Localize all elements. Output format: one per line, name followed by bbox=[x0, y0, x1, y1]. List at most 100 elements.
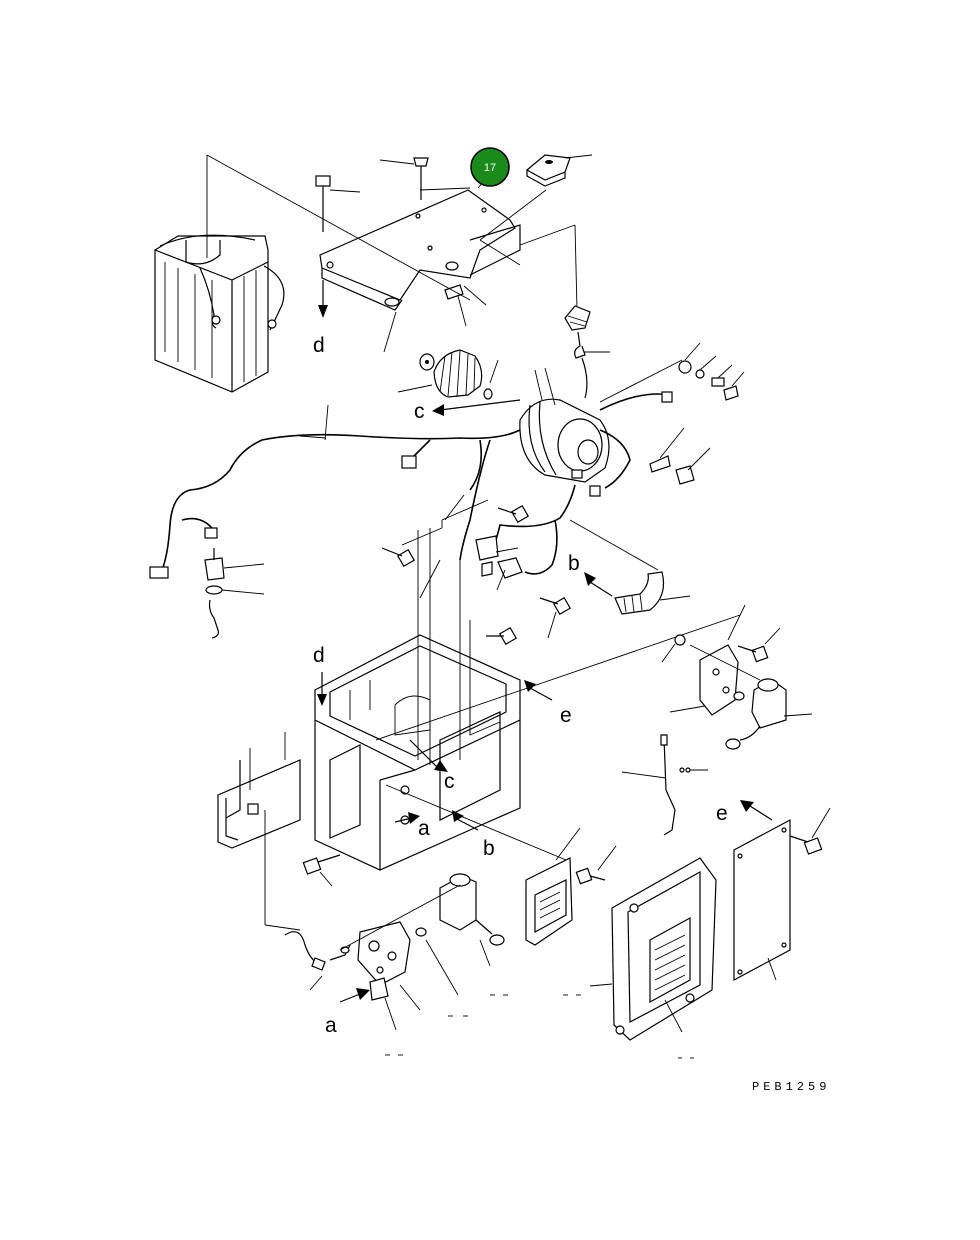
leader-line bbox=[479, 189, 547, 241]
view-arrow-e bbox=[740, 800, 773, 821]
leader-line bbox=[221, 589, 265, 595]
view-label-b-mid: b bbox=[483, 837, 495, 860]
view-arrow-c bbox=[409, 739, 448, 772]
bolt-icon bbox=[486, 626, 518, 646]
leader-line bbox=[811, 807, 831, 839]
view-arrow-a bbox=[394, 812, 420, 824]
view-label-d-mid: d bbox=[313, 644, 325, 667]
mode-actuator-part bbox=[699, 644, 787, 750]
leader-line bbox=[589, 983, 613, 987]
screw-icon bbox=[413, 157, 429, 200]
leader-line bbox=[401, 527, 443, 546]
controller-bracket-part bbox=[525, 857, 573, 946]
leader-line bbox=[223, 563, 265, 569]
bolt-icon bbox=[497, 504, 530, 524]
leader-line bbox=[661, 643, 676, 663]
leader-line bbox=[731, 371, 745, 387]
leader-line bbox=[375, 614, 741, 741]
nut-icon bbox=[678, 360, 739, 401]
view-arrow-b bbox=[452, 810, 479, 831]
view-label-b: b bbox=[568, 552, 580, 575]
leader-line bbox=[717, 364, 733, 379]
view-arrow-a bbox=[339, 988, 370, 1003]
control-rod-part bbox=[660, 734, 691, 836]
leader-line bbox=[764, 627, 781, 645]
leader-line bbox=[309, 975, 323, 991]
leader-line bbox=[324, 404, 329, 441]
leader-line bbox=[419, 559, 441, 599]
leader-line bbox=[385, 784, 567, 861]
heater-core-part bbox=[154, 234, 285, 393]
leader-line bbox=[569, 519, 659, 571]
blower-motor-part bbox=[519, 398, 610, 483]
leader-line bbox=[383, 311, 397, 353]
leader-line bbox=[441, 499, 489, 521]
part-callout-number: 17 bbox=[484, 162, 496, 174]
leader-line bbox=[419, 187, 471, 191]
leader-line bbox=[264, 924, 301, 931]
bolt-icon bbox=[381, 547, 416, 568]
part-callout-badge[interactable]: 17 bbox=[470, 147, 510, 187]
leader-line bbox=[659, 427, 685, 459]
view-label-a: a bbox=[325, 1014, 337, 1037]
leader-line bbox=[544, 367, 556, 406]
leader-line bbox=[669, 705, 706, 713]
bolt-icon bbox=[315, 175, 331, 232]
leader-line bbox=[597, 845, 617, 871]
leader-line bbox=[519, 224, 576, 246]
sensor-wire-part bbox=[284, 931, 326, 971]
view-arrow-d bbox=[318, 280, 328, 318]
leader-line bbox=[687, 447, 711, 471]
leader-line bbox=[659, 595, 691, 601]
leader-line bbox=[727, 604, 746, 641]
relay-connector-part bbox=[564, 305, 591, 399]
leader-line bbox=[564, 154, 593, 159]
leader-line bbox=[425, 939, 459, 996]
leader-line bbox=[495, 547, 519, 553]
view-label-c-mid: c bbox=[444, 770, 455, 793]
leader-line bbox=[621, 771, 667, 779]
leader-line bbox=[479, 939, 491, 967]
leader-line bbox=[783, 713, 813, 717]
actuator-bracket-part bbox=[329, 921, 411, 1001]
view-label-e: e bbox=[560, 704, 572, 727]
leader-line bbox=[319, 871, 333, 887]
actuator-motor-part bbox=[415, 873, 505, 946]
leader-line bbox=[547, 611, 557, 639]
view-label-e-right: e bbox=[716, 802, 728, 825]
view-label-c: c bbox=[414, 400, 425, 423]
view-arrow-e bbox=[524, 680, 553, 701]
bolt-icon bbox=[302, 854, 341, 875]
bolt-icon bbox=[737, 645, 769, 663]
leader-line bbox=[664, 999, 683, 1033]
leader-line bbox=[444, 494, 465, 521]
control-panel-part bbox=[611, 857, 717, 1041]
leader-line bbox=[534, 369, 543, 401]
leader-line bbox=[699, 355, 717, 371]
duct-hose-part bbox=[614, 571, 665, 615]
fan-wheel-part bbox=[419, 349, 493, 400]
view-label-d: d bbox=[313, 334, 325, 357]
filter-panel-part bbox=[217, 759, 301, 849]
leader-line bbox=[555, 827, 581, 861]
bolt-icon bbox=[575, 867, 606, 885]
unit-case-frame-part bbox=[314, 634, 521, 871]
leader-line bbox=[329, 189, 361, 193]
temperature-sensor-part bbox=[204, 548, 225, 639]
view-arrow-b bbox=[584, 572, 613, 597]
leader-line bbox=[463, 285, 487, 306]
side-panel-part bbox=[733, 818, 791, 982]
connector-block-part bbox=[525, 154, 571, 187]
nut-icon bbox=[674, 634, 686, 646]
leader-line bbox=[399, 984, 421, 1011]
leader-line bbox=[457, 295, 467, 327]
leader-line bbox=[689, 644, 761, 681]
leader-line bbox=[397, 384, 433, 393]
bracket-part bbox=[649, 455, 695, 485]
clip-part bbox=[475, 535, 523, 579]
leader-line bbox=[684, 342, 701, 361]
view-arrow-c bbox=[432, 399, 521, 416]
diagram-code: PEB1259 bbox=[752, 1080, 830, 1094]
